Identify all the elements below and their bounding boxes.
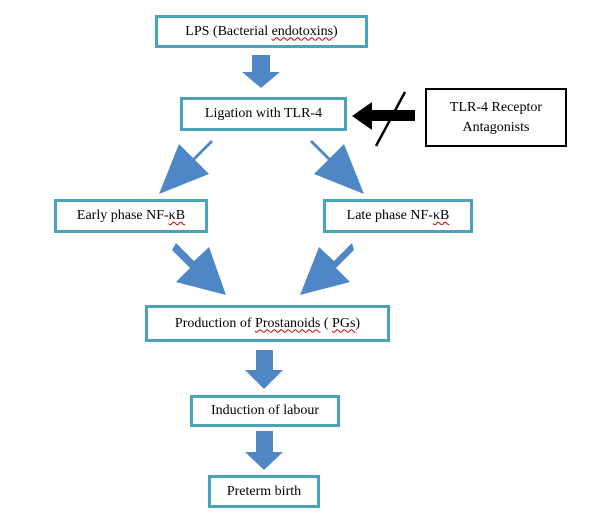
late-phase-label: Late phase NF-κB: [346, 208, 450, 223]
preterm-label: Preterm birth: [226, 483, 302, 499]
arrow-early-to-prostanoids: [172, 243, 226, 295]
prostanoids-box: Production of Prostanoids ( PGs): [145, 305, 390, 342]
prostanoids-label: Production of Prostanoids ( PGs): [174, 315, 361, 331]
late-phase-box: Late phase NF-κB: [323, 199, 473, 233]
arrow-prostanoids-to-labour: [245, 350, 283, 389]
ligation-label: Ligation with TLR-4: [204, 106, 323, 121]
lps-box: LPS (Bacterial endotoxins): [155, 15, 368, 48]
labour-box: Induction of labour: [190, 395, 340, 427]
arrow-lps-to-ligation: [242, 55, 280, 88]
arrow-antagonists-to-ligation: [352, 102, 415, 130]
inhibition-slash-line: [374, 91, 407, 147]
early-phase-box: Early phase NF-κB: [54, 199, 208, 233]
arrow-ligation-to-late: [310, 140, 364, 194]
arrow-ligation-to-early: [159, 140, 213, 194]
early-phase-label: Early phase NF-κB: [76, 208, 186, 223]
labour-label: Induction of labour: [210, 403, 320, 418]
arrow-labour-to-preterm: [245, 431, 283, 470]
ligation-box: Ligation with TLR-4: [180, 97, 347, 131]
preterm-box: Preterm birth: [208, 475, 320, 508]
lps-label: LPS (Bacterial endotoxins): [185, 23, 338, 39]
arrow-late-to-prostanoids: [300, 243, 354, 295]
